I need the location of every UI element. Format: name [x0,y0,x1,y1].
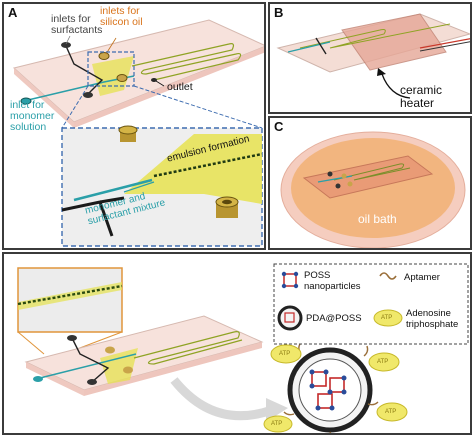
zoom-region [87,51,135,87]
legend-poss-label: POSS nanoparticles [304,270,361,292]
inset-oil-inlet-top [118,125,138,142]
chip-side [14,68,74,128]
panel-d-illustration [17,263,469,433]
heater-channel [299,23,451,49]
ceramic-heater [341,13,447,71]
atp-blob-1 [270,344,302,364]
chip-front [74,46,264,128]
surfactant-inlet-1 [61,42,71,48]
atp-tag-1: ATP [279,351,291,357]
atp-tag-3: ATP [271,421,283,427]
oil-inlet-1 [98,52,110,60]
inlets-surfactants-label: inlets for surfactants [51,13,103,36]
outlet-label: outlet [167,81,193,93]
panel-a-label: A [8,5,18,20]
inset-droplet-channel [153,152,263,178]
panel-a-illustration [12,19,264,247]
inset-yellow-junction [124,134,262,204]
process-arrow [170,377,274,421]
surfactant-inlet-2 [83,92,93,98]
inset-droplet-train [17,284,123,306]
inset-oil-inlet-bottom [215,196,239,218]
inset-teal-channel [73,178,153,202]
panel-b: B ceramic heater [268,2,472,114]
legend-poss-icon [281,271,299,289]
atp-blob-4 [376,402,408,422]
panel-a: A [2,2,266,250]
legend-atp-icon [373,309,403,327]
inlets-silicon-oil-label: inlets for silicon oil [100,5,143,28]
legend-atp-label: Adenosine triphosphate [406,308,459,330]
legend-pda-poss-label: PDA@POSS [306,313,362,324]
oil-inlet-2 [116,74,128,82]
atp-blob-2 [368,352,400,372]
legend-atp-tag: ATP [381,315,393,321]
legend-box [273,263,469,345]
panel-c-illustration [280,131,466,248]
heater-wire-red [419,38,470,49]
atp-tag-4: ATP [385,409,397,415]
oil-bath-label: oil bath [358,212,397,226]
ceramic-heater-label: ceramic heater [400,83,443,110]
monomer-inlet [20,97,32,105]
inlet-monomer-label: inlet for monomer solution [10,99,55,133]
atp-blob-3 [263,415,293,433]
panel-b-label: B [274,5,284,20]
heater-wire-black [419,41,470,52]
serpentine-channel [131,43,242,81]
pda-poss-particle [283,341,379,433]
legend-pda-poss-icon [277,305,303,331]
panel-c-label: C [274,119,284,134]
atp-tag-2: ATP [377,359,389,365]
panel-c: C oil bath [268,116,472,250]
outlet-port [151,78,157,82]
panel-d: POSS nanoparticles Aptamer PDA@POSS Aden… [2,252,472,435]
legend-aptamer-icon [379,272,397,280]
inset-black-channel [61,196,125,237]
legend-aptamer-label: Aptamer [404,272,440,283]
panel-b-illustration [276,13,470,99]
